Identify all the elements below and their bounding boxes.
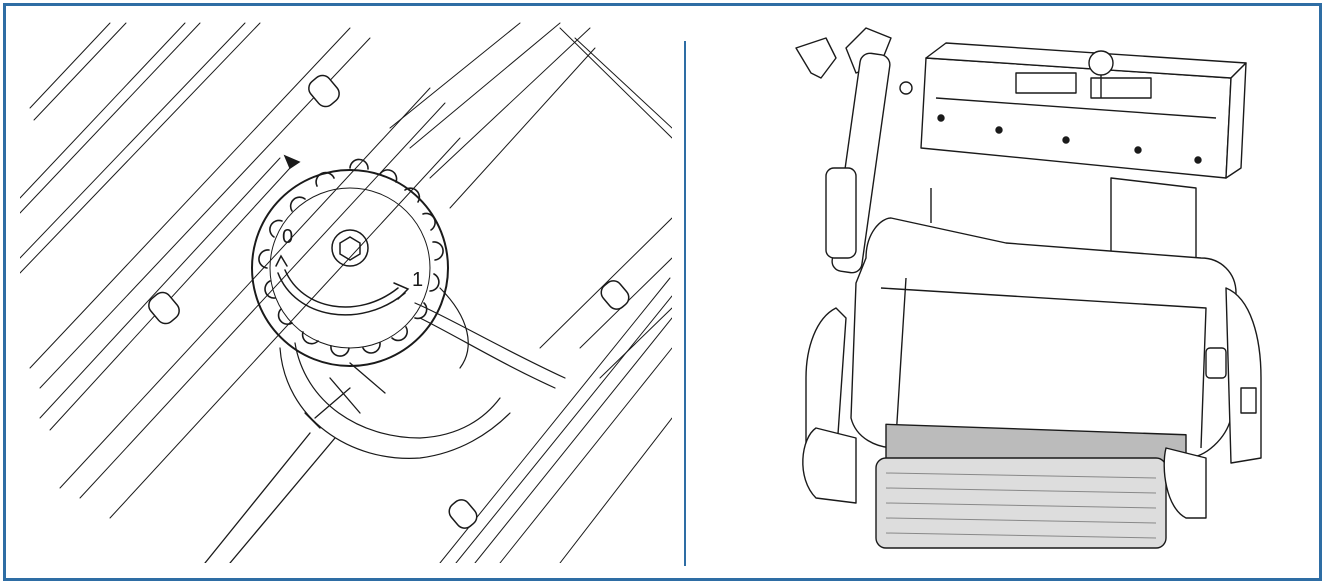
figure-frame: 0 1 (3, 3, 1322, 581)
handle-assembly (795, 27, 913, 274)
dial-knurling (258, 158, 444, 357)
upper-tray (920, 42, 1247, 179)
dial-housing (279, 287, 566, 459)
detail-view-panel: 0 1 (20, 18, 672, 563)
dial-label-one: 1 (412, 269, 423, 291)
brush-roller (875, 457, 1167, 549)
hex-socket-icon (331, 229, 369, 267)
dial-detail-drawing: 0 1 (20, 22, 672, 563)
machine-drawing (795, 27, 1262, 549)
lower-bar (204, 362, 386, 563)
adjustment-dial: 0 1 (251, 158, 449, 367)
mounting-pegs (148, 74, 630, 529)
dial-label-zero: 0 (282, 226, 293, 248)
curved-arrow-icon (275, 254, 410, 316)
rail-lines-left (20, 22, 461, 519)
wheels (802, 427, 1207, 519)
panel-divider (684, 41, 686, 566)
tray-screws (937, 114, 1202, 164)
rail-lines-right (389, 22, 672, 563)
pointer-tab (283, 154, 301, 170)
overview-panel (706, 18, 1316, 563)
machine-body (805, 217, 1262, 481)
